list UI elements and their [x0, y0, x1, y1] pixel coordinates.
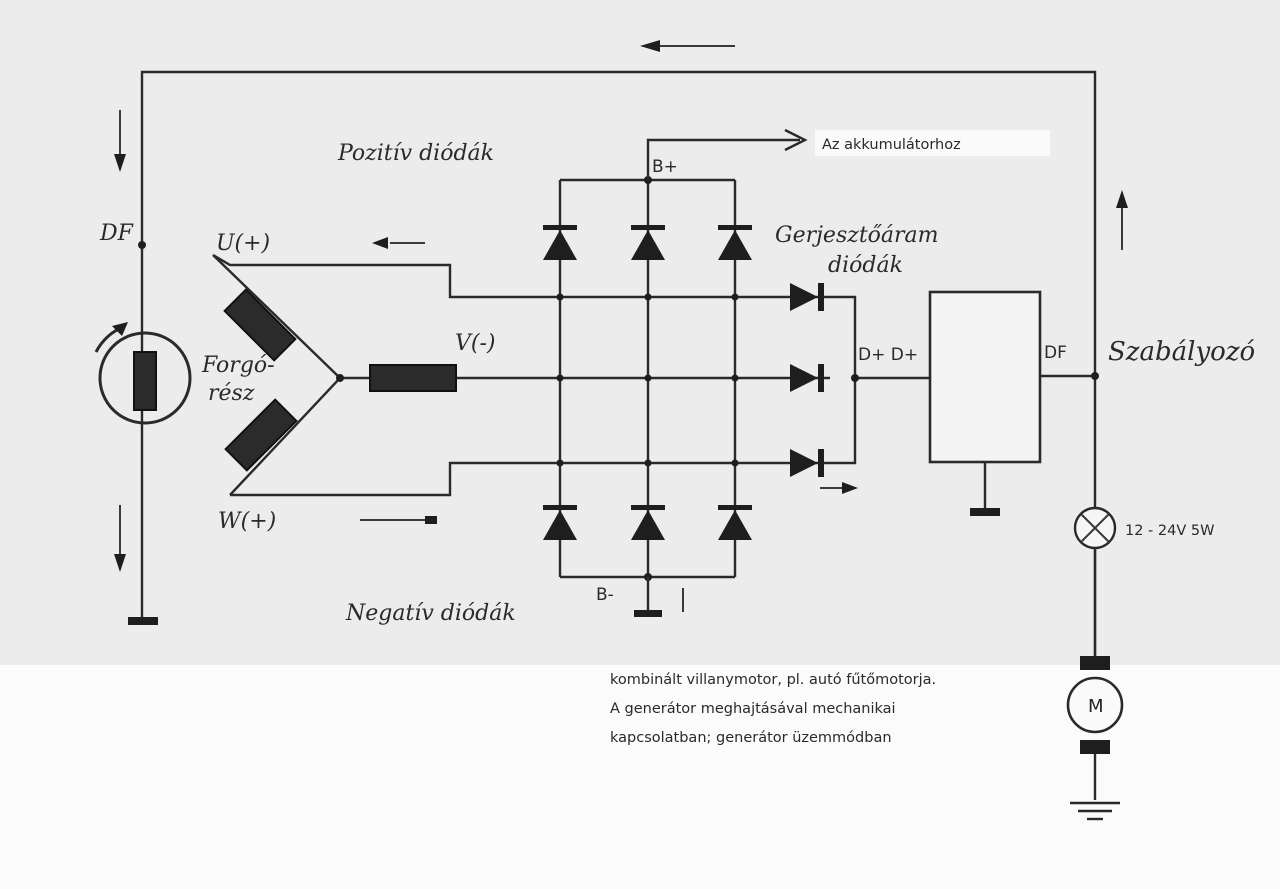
df-left-label: DF [99, 221, 134, 246]
ground-motor-icon [1070, 801, 1120, 821]
to-battery-label: Az akkumulátorhoz [822, 137, 961, 153]
plus-diode-2 [631, 225, 665, 260]
flow-arrow-right-up [1116, 190, 1128, 250]
lamp-icon [1073, 506, 1117, 550]
exciter-diode-1 [790, 283, 824, 311]
phase-u-wire [212, 253, 830, 299]
b-plus-label: B+ [652, 157, 678, 177]
regulator-ground-icon [970, 508, 1000, 516]
lamp-label: 12 - 24V 5W [1125, 523, 1214, 539]
stator-windings [212, 254, 470, 496]
regulator-label: Szabályozó [1108, 337, 1255, 367]
df-right-label: DF [1044, 343, 1067, 363]
exciter-diodes-label-1: Gerjesztőáram [775, 223, 939, 248]
minus-diode-3 [718, 505, 752, 540]
b-minus-ground [634, 577, 684, 617]
flow-arrow-top [640, 40, 735, 52]
minus-diode-2 [631, 505, 665, 540]
flow-arrow-w [360, 516, 437, 524]
flow-arrow-left-down [114, 110, 126, 172]
regulator-box [928, 290, 1042, 464]
rotor-label-1: Forgó- [201, 353, 275, 378]
phase-w-wire [230, 461, 830, 497]
motor-icon [1066, 548, 1124, 800]
phase-w-label: W(+) [218, 509, 276, 534]
plus-diode-3 [718, 225, 752, 260]
plus-diodes-label: Pozitív diódák [337, 141, 494, 166]
motor-label: M [1088, 696, 1104, 717]
df-right-node [1091, 372, 1099, 380]
d-plus-label: D+ D+ [858, 345, 918, 365]
d-plus-node [851, 374, 859, 382]
exciter-diode-3 [790, 449, 824, 477]
flow-arrow-u [372, 237, 425, 249]
flow-arrow-left-down-2 [114, 505, 126, 572]
flow-arrow-exciter [820, 482, 858, 494]
exciter-diodes-label-2: diódák [828, 253, 903, 278]
bridge-junctions [556, 176, 739, 581]
caption-line-1: kombinált villanymotor, pl. autó fűtőmot… [610, 672, 936, 688]
caption-line-3: kapcsolatban; generátor üzemmódban [610, 730, 892, 746]
plus-diode-1 [543, 225, 577, 260]
exciter-diode-2 [790, 364, 824, 392]
df-left-node [138, 241, 146, 249]
battery-label-bg [815, 130, 1050, 156]
rotor-field-winding [94, 322, 192, 425]
b-plus-wire [646, 138, 800, 180]
b-minus-label: B- [596, 585, 614, 605]
paper-bottom [0, 665, 1280, 889]
b-plus-arrow [784, 128, 808, 152]
minus-diodes-label: Negatív diódák [345, 601, 516, 626]
phase-u-label: U(+) [216, 231, 270, 256]
paper-top [0, 0, 1280, 665]
minus-diode-1 [543, 505, 577, 540]
outer-loop-wire [140, 70, 1097, 665]
ground-left-icon [128, 610, 158, 625]
phase-v-label: V(-) [455, 331, 496, 356]
caption-line-2: A generátor meghajtásával mechanikai [610, 701, 896, 717]
rotor-label-2: rész [208, 381, 255, 406]
